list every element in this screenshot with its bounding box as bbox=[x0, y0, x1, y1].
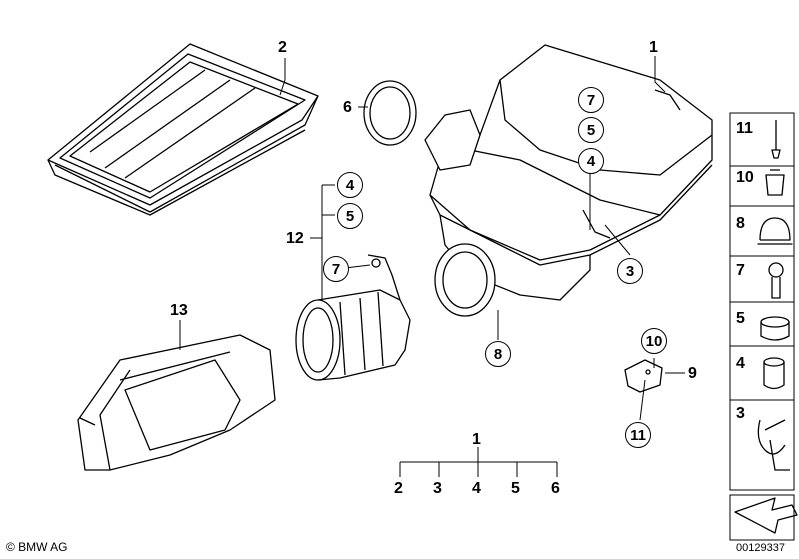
label-6: 6 bbox=[343, 99, 352, 116]
intake-snorkel-drawing bbox=[77, 334, 276, 471]
tree-6: 6 bbox=[551, 480, 560, 497]
label-13: 13 bbox=[170, 302, 188, 319]
panel-label-3: 3 bbox=[736, 405, 745, 422]
arrow-icon bbox=[734, 497, 798, 534]
tree-2: 2 bbox=[394, 480, 403, 497]
callout-11: 11 bbox=[625, 422, 651, 448]
label-2: 2 bbox=[278, 39, 287, 56]
tree-4: 4 bbox=[472, 480, 481, 497]
label-9: 9 bbox=[688, 365, 697, 382]
callout-4: 4 bbox=[578, 148, 604, 174]
copyright-text: © BMW AG bbox=[6, 540, 68, 554]
tree-3: 3 bbox=[433, 480, 442, 497]
callout-5-meter: 5 bbox=[337, 203, 363, 229]
callout-5: 5 bbox=[578, 117, 604, 143]
o-ring-drawing bbox=[363, 80, 417, 146]
label-12: 12 bbox=[286, 230, 304, 247]
panel-label-11: 11 bbox=[736, 120, 753, 137]
bracket-drawing bbox=[624, 359, 663, 393]
callout-4-meter: 4 bbox=[337, 172, 363, 198]
air-mass-meter-drawing bbox=[295, 254, 411, 381]
air-cleaner-housing-drawing bbox=[424, 44, 713, 317]
leader-lines bbox=[179, 56, 685, 477]
panel-label-4: 4 bbox=[736, 355, 745, 372]
panel-label-8: 8 bbox=[736, 215, 745, 232]
panel-label-7: 7 bbox=[736, 262, 745, 279]
callout-10: 10 bbox=[641, 328, 667, 354]
panel-label-10: 10 bbox=[736, 169, 754, 186]
label-1: 1 bbox=[649, 39, 658, 56]
tree-root-1: 1 bbox=[472, 431, 481, 448]
callout-3: 3 bbox=[617, 258, 643, 284]
panel-label-5: 5 bbox=[736, 310, 745, 327]
side-panel-drawings bbox=[757, 120, 793, 471]
image-number: 00129337 bbox=[736, 542, 785, 554]
callout-8: 8 bbox=[485, 341, 511, 367]
air-filter-drawing bbox=[47, 43, 319, 216]
tree-5: 5 bbox=[511, 480, 520, 497]
callout-7-meter: 7 bbox=[323, 256, 349, 282]
callout-7: 7 bbox=[578, 87, 604, 113]
